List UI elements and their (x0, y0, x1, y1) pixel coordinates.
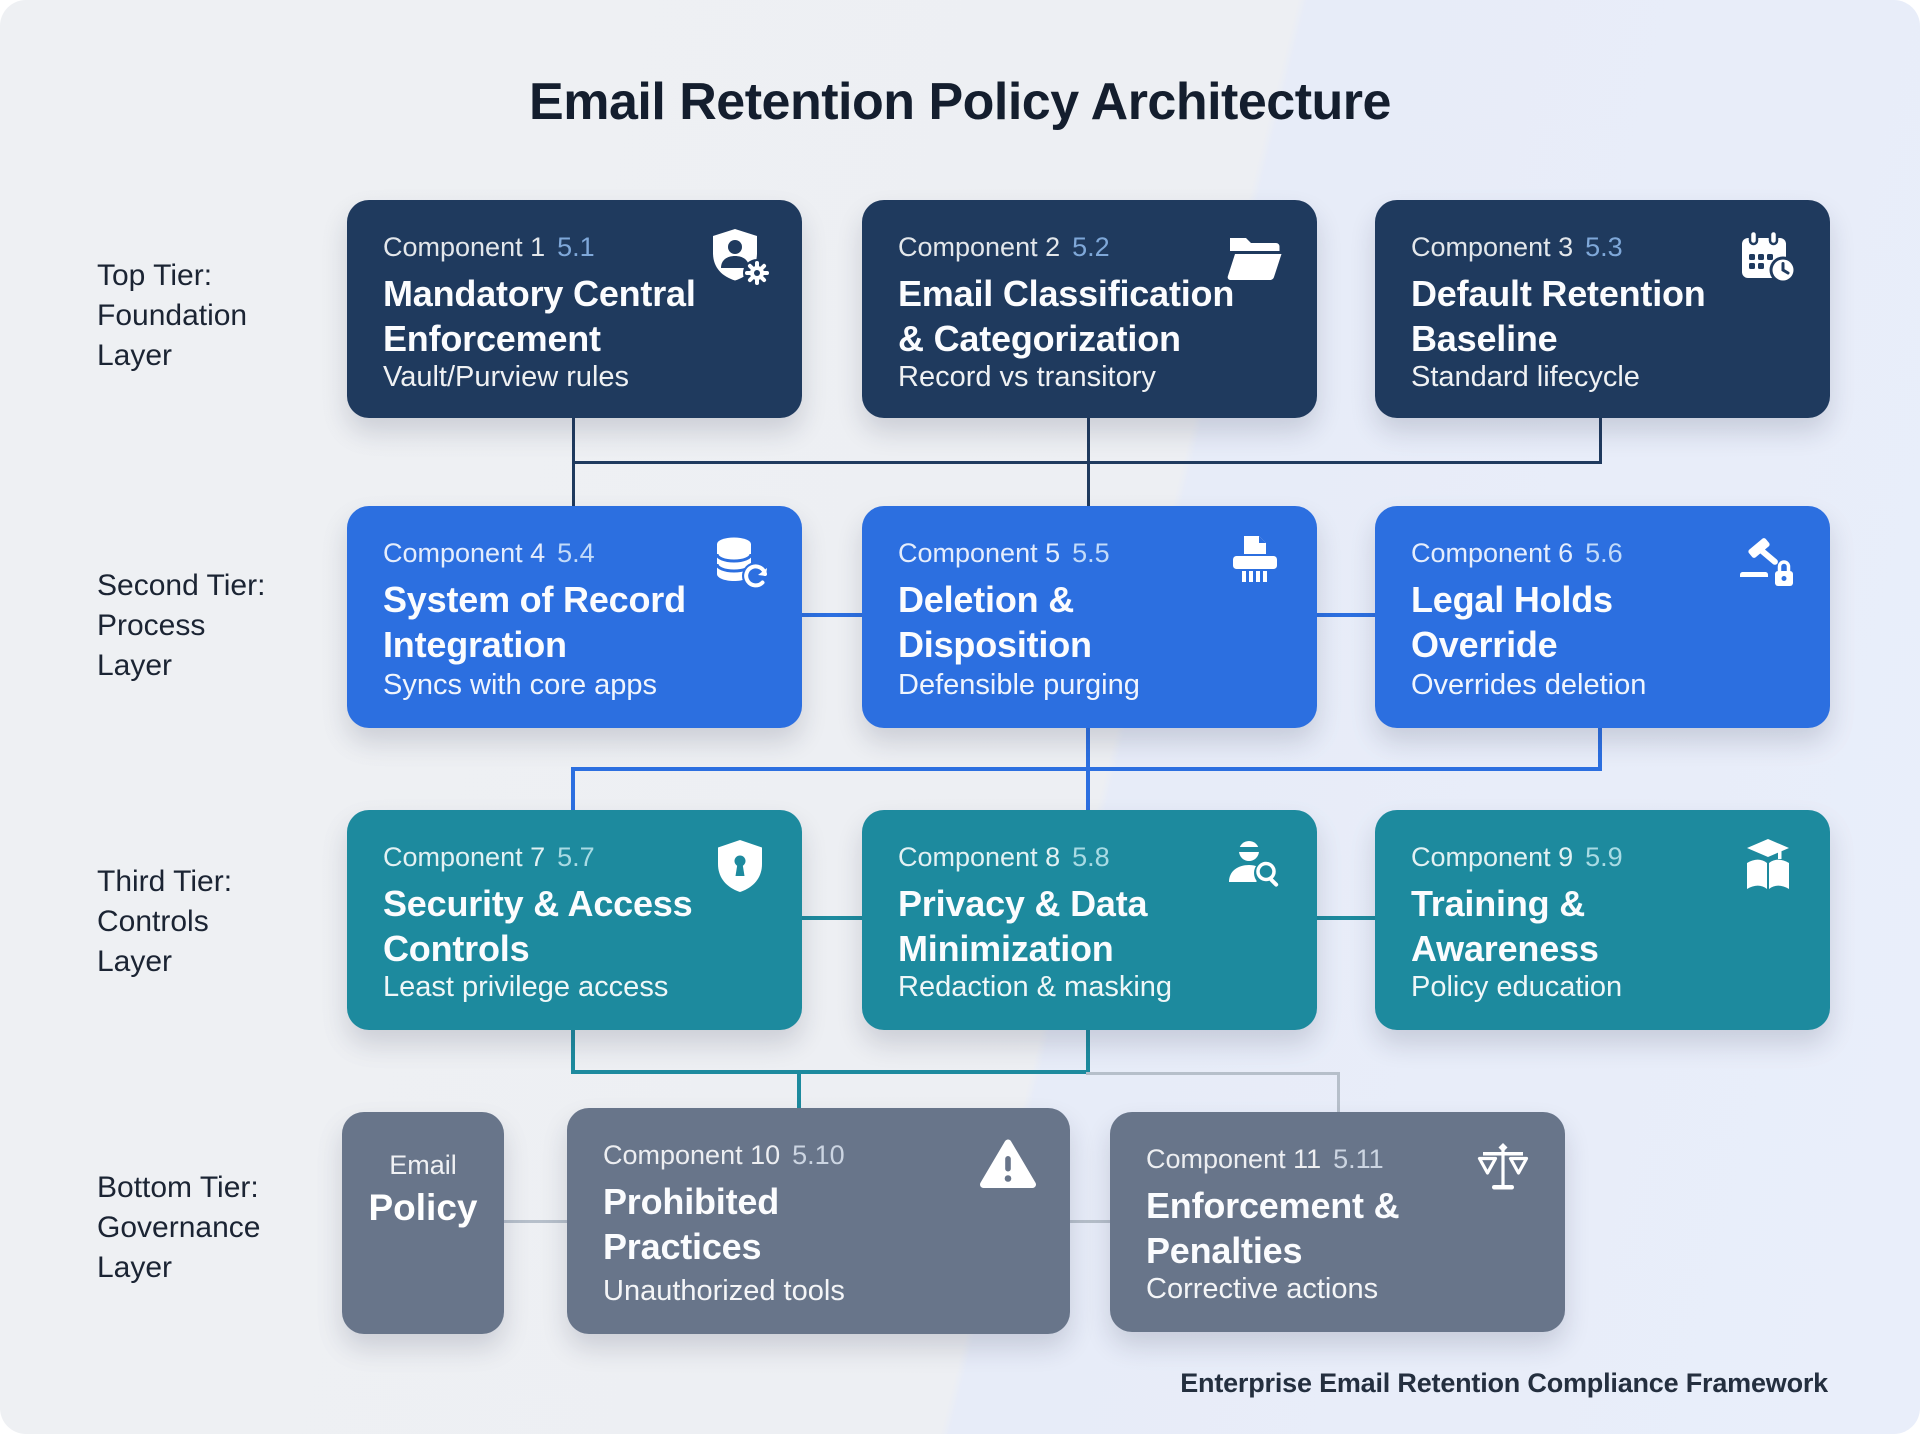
component-subtitle: Record vs transitory (898, 361, 1156, 394)
component-code: 5.1 (557, 232, 595, 262)
component-label: Component 3 (1411, 232, 1574, 262)
component-subtitle: Unauthorized tools (603, 1275, 845, 1307)
component-subtitle: Corrective actions (1146, 1273, 1379, 1306)
component-code: 5.10 (792, 1140, 845, 1170)
connector (571, 767, 575, 812)
component-label: Component 4 (383, 538, 546, 568)
component-subtitle: Syncs with core apps (383, 669, 658, 701)
component-title: Mandatory Central Enforcement (383, 273, 696, 359)
component-title: Deletion & Disposition (898, 579, 1092, 665)
gavel-lock-icon (1736, 532, 1800, 596)
component-title: Security & Access Controls (383, 883, 693, 969)
component-label: Component 2 (898, 232, 1061, 262)
footer-note: Enterprise Email Retention Compliance Fr… (1180, 1368, 1828, 1398)
component-title: Default Retention Baseline (1411, 273, 1706, 359)
connector (1317, 613, 1375, 617)
component-label: Component 9 (1411, 842, 1574, 872)
component-subtitle: Vault/Purview rules (383, 361, 630, 394)
component-card-10: Component 10 5.10 Prohibited Practices Un… (567, 1108, 1070, 1334)
connector (1598, 727, 1602, 771)
component-label: Component 7 (383, 842, 546, 872)
component-card-7: Component 7 5.7 Security & Access Control… (347, 810, 802, 1030)
component-code: 5.3 (1585, 232, 1623, 262)
component-card-9: Component 9 5.9 Training & Awareness Poli… (1375, 810, 1830, 1030)
component-card-4: Component 4 5.4 System of Record Integrat… (347, 506, 802, 728)
connector (1086, 1030, 1090, 1074)
open-folder-icon (1223, 226, 1287, 290)
component-subtitle: Standard lifecycle (1411, 361, 1640, 394)
component-card-6: Component 6 5.6 Legal Holds Override Over… (1375, 506, 1830, 728)
component-code: 5.8 (1072, 842, 1110, 872)
component-card-2: Component 2 5.2 Email Classification & Ca… (862, 200, 1317, 418)
graduation-book-icon (1736, 836, 1800, 900)
component-subtitle: Defensible purging (898, 669, 1140, 701)
connector (571, 1070, 1090, 1074)
component-label: Component 8 (898, 842, 1061, 872)
component-title: Prohibited Practices (603, 1181, 779, 1267)
warning-triangle-icon (976, 1134, 1040, 1198)
component-card-11: Component 11 5.11 Enforcement & Penalties… (1110, 1112, 1565, 1332)
tier-label-process: Second Tier: Process Layer (97, 569, 266, 682)
component-code: 5.5 (1072, 538, 1110, 568)
component-card-1: Component 1 5.1 Mandatory Central Enforce… (347, 200, 802, 418)
connector (797, 1070, 801, 1114)
connector (571, 767, 1602, 771)
shield-user-gear-icon (708, 226, 772, 290)
email-policy-card: Email Policy (342, 1112, 504, 1334)
component-label: Component 11 (1146, 1144, 1322, 1174)
component-card-3: Component 3 5.3 Default Retention Baselin… (1375, 200, 1830, 418)
component-code: 5.6 (1585, 538, 1623, 568)
policy-line1: Email (389, 1150, 457, 1180)
connector (1599, 418, 1602, 464)
component-card-5: Component 5 5.5 Deletion & Disposition De… (862, 506, 1317, 728)
connector (1086, 1072, 1340, 1075)
component-title: Privacy & Data Minimization (898, 883, 1148, 969)
component-title: Legal Holds Override (1411, 579, 1613, 665)
component-code: 5.4 (557, 538, 595, 568)
connector (504, 1220, 567, 1223)
component-label: Component 10 (603, 1140, 781, 1170)
component-code: 5.9 (1585, 842, 1623, 872)
component-card-8: Component 8 5.8 Privacy & Data Minimizati… (862, 810, 1317, 1030)
component-code: 5.11 (1333, 1144, 1384, 1174)
component-label: Component 5 (898, 538, 1061, 568)
component-label: Component 1 (383, 232, 546, 262)
scales-icon (1471, 1138, 1535, 1202)
shredder-icon (1223, 532, 1287, 596)
component-subtitle: Policy education (1411, 971, 1623, 1004)
connector (802, 613, 862, 617)
component-title: Enforcement & Penalties (1146, 1185, 1400, 1271)
component-subtitle: Overrides deletion (1411, 669, 1647, 701)
privacy-search-icon (1223, 836, 1287, 900)
component-title: Email Classification & Categorization (898, 273, 1235, 359)
component-code: 5.7 (557, 842, 595, 872)
policy-line2: Policy (368, 1187, 478, 1228)
page-title: Email Retention Policy Architecture (529, 73, 1391, 131)
tier-label-governance: Bottom Tier: Governance Layer (97, 1171, 261, 1284)
connector (571, 1030, 575, 1074)
tier-label-foundation: Top Tier: Foundation Layer (97, 259, 248, 372)
connector (1317, 916, 1375, 920)
connector (572, 461, 1602, 464)
component-subtitle: Least privilege access (383, 971, 669, 1004)
connector (1070, 1220, 1110, 1223)
calendar-clock-icon (1736, 226, 1800, 290)
component-code: 5.2 (1072, 232, 1110, 262)
database-sync-icon (708, 532, 772, 596)
connector (1337, 1072, 1340, 1114)
component-title: System of Record Integration (383, 579, 686, 665)
component-subtitle: Redaction & masking (898, 971, 1173, 1004)
connector (802, 916, 862, 920)
component-title: Training & Awareness (1411, 883, 1599, 969)
component-label: Component 6 (1411, 538, 1574, 568)
shield-keyhole-icon (708, 836, 772, 900)
tier-label-controls: Third Tier: Controls Layer (97, 865, 233, 978)
